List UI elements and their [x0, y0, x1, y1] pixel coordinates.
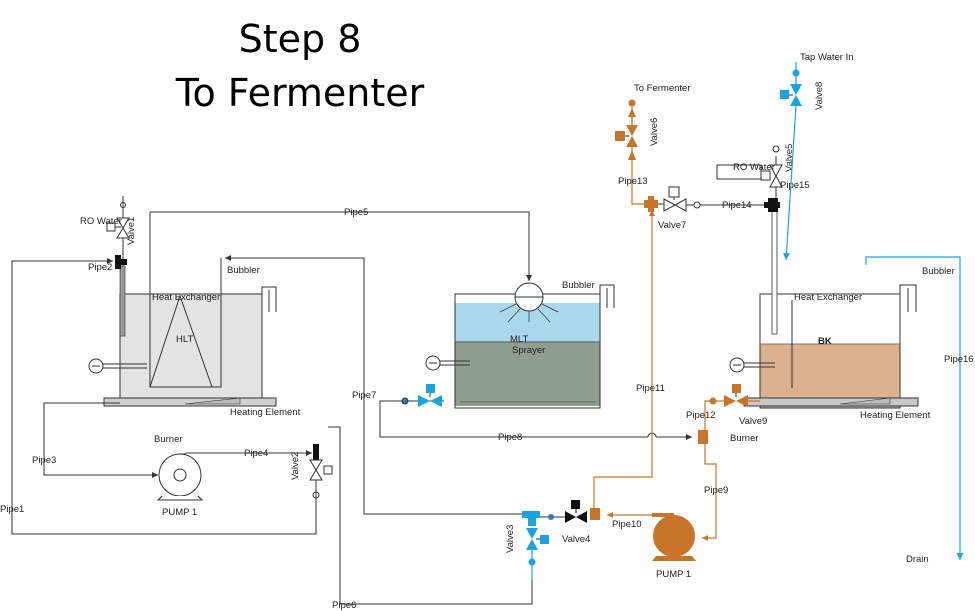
valve-6-label: Valve6 [649, 118, 660, 146]
pipe1-label: Pipe1 [0, 504, 24, 515]
valve-2[interactable] [309, 444, 333, 506]
title-line-2: To Fermenter [175, 71, 425, 115]
valve-8-label: Valve8 [814, 82, 825, 110]
pipe12-label: Pipe12 [686, 410, 716, 421]
title-line-1: Step 8 [238, 17, 362, 61]
pipe11-label: Pipe11 [636, 383, 665, 394]
pump-1-right-label: PUMP 1 [656, 569, 691, 580]
valve-1-label: Valve1 [126, 217, 137, 245]
hlt-bubbler-label: Bubbler [227, 265, 260, 276]
valve-1[interactable] [106, 196, 130, 266]
bk-heat-exchanger-label: Heat Exchanger [794, 292, 862, 303]
valve-7-label: Valve7 [658, 220, 686, 231]
pipe3-label: Pipe3 [32, 455, 56, 466]
pipe9-label: Pipe9 [704, 485, 728, 496]
valve-3[interactable] [522, 511, 549, 580]
pipe15-label: Pipe15 [780, 180, 810, 191]
pump-1-left[interactable] [156, 453, 204, 501]
valve-9[interactable] [709, 384, 749, 407]
pump-1-left-label: PUMP 1 [162, 507, 197, 518]
burner-left-label: Burner [154, 434, 183, 445]
bk-bubbler-label: Bubbler [922, 266, 955, 277]
pipe8-label: Pipe8 [498, 432, 522, 443]
pipe6-label: Pipe6 [332, 600, 356, 611]
valve-4-label: Valve4 [562, 534, 590, 545]
water-piping [782, 105, 964, 560]
valve-5[interactable] [716, 145, 783, 212]
valve-9-label: Valve9 [739, 416, 767, 427]
pipe4-label: Pipe4 [244, 448, 268, 459]
bk-label: BK [818, 336, 832, 347]
pipe2-label: Pipe2 [88, 262, 112, 273]
tap-water-in-label: Tap Water In [800, 52, 854, 63]
active-piping [593, 103, 760, 541]
hlt-tank [88, 212, 277, 407]
ro-water-label-2: RO Water [733, 162, 775, 173]
pipe16-label: Pipe16 [944, 354, 974, 365]
mlt-label: MLT [510, 334, 528, 345]
to-fermenter-label: To Fermenter [634, 83, 691, 94]
hlt-label: HLT [176, 334, 193, 345]
pipe14-label: Pipe14 [722, 200, 752, 211]
valve-7[interactable] [644, 186, 701, 212]
mlt-bubbler-label: Bubbler [562, 280, 595, 291]
pipe10-label: Pipe10 [612, 519, 642, 530]
pipe13-label: Pipe13 [618, 176, 648, 187]
mlt-tank [425, 282, 615, 409]
valve-5-label: Valve5 [784, 144, 795, 172]
burner-right-label: Burner [730, 433, 759, 444]
valve-8[interactable] [780, 62, 802, 106]
valve-4[interactable] [540, 500, 600, 523]
ro-water-label-1: RO Water [80, 216, 122, 227]
bk-heating-element-label: Heating Element [860, 410, 931, 421]
pump-1-right[interactable] [652, 513, 696, 561]
valve-6[interactable] [615, 99, 638, 161]
pipe12-tee [698, 430, 708, 444]
valve-3-label: Valve3 [505, 525, 516, 553]
mlt-outlet-valve[interactable] [401, 384, 442, 407]
hlt-heat-exchanger-label: Heat Exchanger [152, 292, 220, 303]
pipe5-label: Pipe5 [344, 207, 368, 218]
drain-label: Drain [906, 554, 929, 565]
pipe7-label: Pipe7 [352, 390, 376, 401]
hlt-heating-element-label: Heating Element [230, 407, 301, 418]
valve-2-label: Valve2 [290, 452, 301, 480]
bk-tank [729, 209, 919, 409]
diagram-title: Step 8 To Fermenter [140, 12, 460, 120]
sprayer-label: Sprayer [512, 345, 545, 356]
